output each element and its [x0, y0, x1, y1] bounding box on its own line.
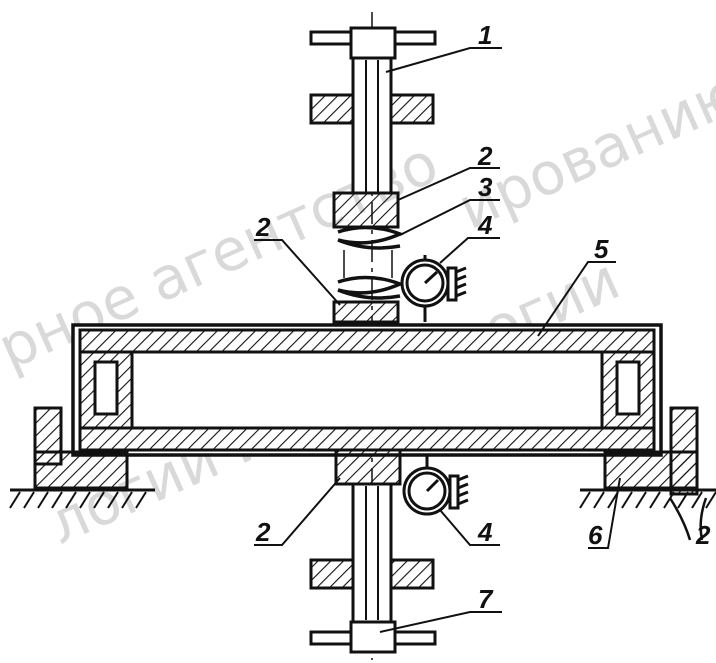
callout-2-right: 2	[695, 520, 711, 550]
lower-support-blocks	[309, 558, 435, 590]
callout-7: 7	[478, 584, 494, 614]
callout-5: 5	[594, 234, 609, 264]
callout-1: 1	[478, 20, 492, 50]
lower-dial-gauge	[402, 455, 469, 516]
right-support	[579, 406, 716, 541]
callouts: 1 2 3 2 4 5 2 4 6 2 7	[255, 20, 711, 614]
upper-support-blocks	[309, 93, 435, 125]
lower-nut	[334, 448, 402, 486]
leader-lines	[254, 47, 621, 633]
callout-3: 3	[478, 172, 493, 202]
test-box	[71, 323, 663, 457]
spring-assembly	[332, 191, 405, 324]
callout-2-left-lower: 2	[255, 517, 271, 547]
left-support	[9, 406, 155, 509]
callout-6: 6	[588, 520, 603, 550]
callout-4-lower: 4	[477, 517, 493, 547]
callout-2-left-upper: 2	[255, 212, 271, 242]
callout-2-upper-nut: 2	[477, 141, 493, 171]
callout-4-upper: 4	[477, 210, 493, 240]
lower-screw	[309, 482, 437, 654]
upper-dial-gauge	[400, 255, 467, 322]
